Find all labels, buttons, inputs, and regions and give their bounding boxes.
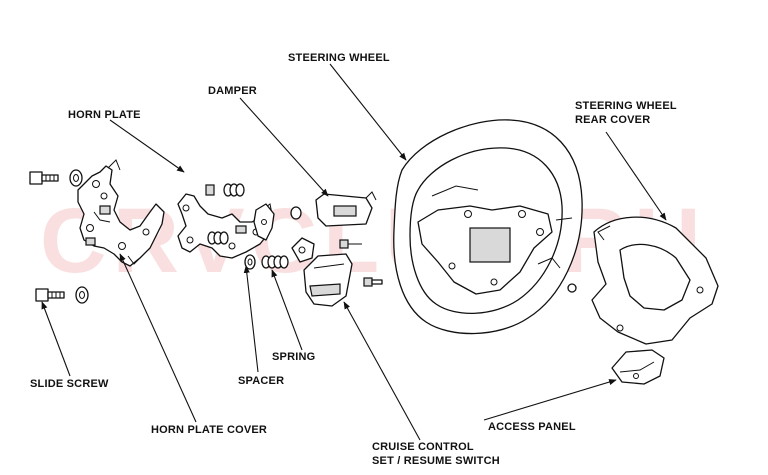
label-rear-cover-line2: REAR COVER bbox=[575, 114, 650, 126]
horn-plate-cover-part bbox=[77, 159, 165, 267]
label-slide-screw: SLIDE SCREW bbox=[30, 378, 109, 390]
washer-upper bbox=[69, 169, 83, 187]
label-damper: DAMPER bbox=[208, 85, 257, 97]
label-rear-cover-line1: STEERING WHEEL bbox=[575, 100, 677, 112]
leader-cruise-switch bbox=[343, 301, 421, 441]
damper-middle-stack bbox=[207, 231, 229, 245]
switch-connector-part bbox=[291, 237, 315, 263]
label-steering-wheel: STEERING WHEEL bbox=[288, 52, 390, 64]
leader-spring bbox=[271, 269, 303, 351]
label-cruise-line1: CRUISE CONTROL bbox=[372, 441, 474, 453]
label-spacer: SPACER bbox=[238, 375, 284, 387]
leader-horn-plate bbox=[109, 119, 185, 173]
washer-lower bbox=[75, 286, 89, 304]
rear-cover-part bbox=[567, 216, 719, 345]
damper-part bbox=[315, 191, 377, 227]
access-panel-part bbox=[611, 349, 665, 385]
label-spring: SPRING bbox=[272, 351, 315, 363]
leader-steering-wheel bbox=[329, 63, 407, 161]
slide-screw-upper bbox=[29, 171, 59, 185]
steering-wheel-part bbox=[393, 119, 583, 335]
label-horn-plate: HORN PLATE bbox=[68, 109, 141, 121]
label-cruise-line2: SET / RESUME SWITCH bbox=[372, 455, 500, 467]
slide-screw-lower bbox=[35, 288, 65, 302]
spring-part bbox=[261, 255, 289, 269]
bolt-small bbox=[290, 206, 362, 249]
leader-rear-cover bbox=[605, 131, 667, 221]
label-access-panel: ACCESS PANEL bbox=[488, 421, 576, 433]
screw-switch bbox=[363, 277, 383, 287]
damper-upper-stack bbox=[205, 183, 245, 197]
horn-plate-cover-right bbox=[253, 203, 275, 241]
leader-spacer bbox=[243, 265, 259, 373]
cruise-switch-part bbox=[303, 253, 353, 307]
label-horn-plate-cover: HORN PLATE COVER bbox=[151, 424, 267, 436]
leader-access-panel bbox=[483, 379, 617, 421]
leader-horn-plate-cover bbox=[119, 253, 197, 423]
leader-damper bbox=[239, 97, 329, 197]
leader-slide-screw bbox=[41, 301, 71, 377]
